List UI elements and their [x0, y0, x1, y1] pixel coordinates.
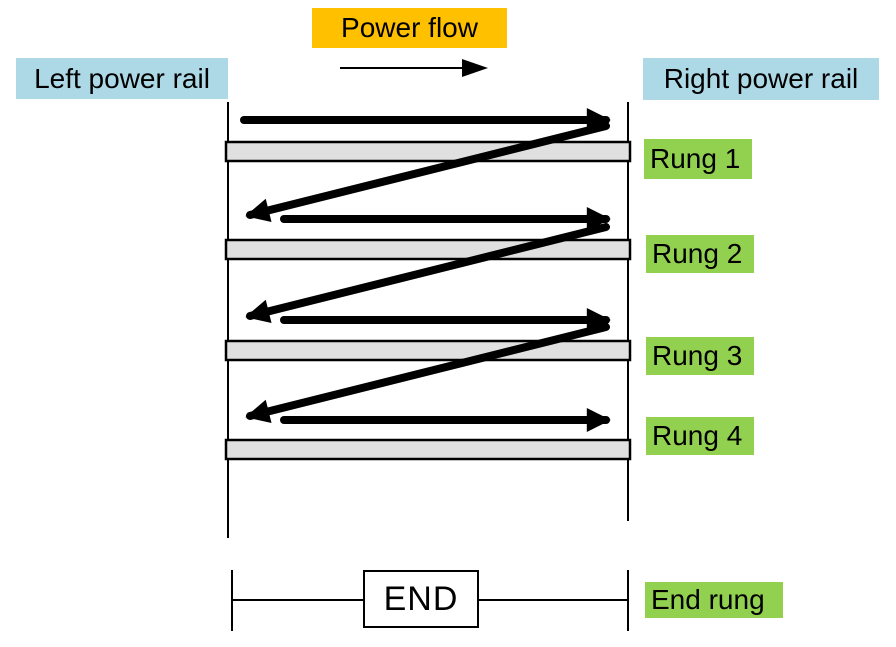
- right-power-rail-label: Right power rail: [643, 58, 879, 100]
- rung-3-bar: [224, 339, 632, 362]
- left-power-rail-label: Left power rail: [16, 58, 228, 99]
- end-rung-label: End rung: [645, 582, 783, 618]
- power-flow-label: Power flow: [312, 8, 507, 48]
- rung-4-bar: [224, 438, 632, 461]
- rung-3-label: Rung 3: [646, 337, 754, 375]
- rung-4-label: Rung 4: [646, 417, 754, 455]
- wrap-arrow-rung3-to-rung4: [245, 323, 610, 423]
- rung-1-label: Rung 1: [644, 139, 752, 179]
- wrap-arrow-rung1-to-rung2: [245, 122, 610, 222]
- rung-2-label: Rung 2: [646, 235, 754, 273]
- rung-1-bar: [224, 140, 632, 163]
- power-flow-arrowhead-icon: [462, 59, 488, 77]
- scan-order-zigzag: [240, 108, 611, 432]
- wrap-arrow-rung2-to-rung3: [245, 223, 610, 323]
- rung-2-bar: [224, 238, 632, 261]
- power-flow-direction-arrow: [340, 59, 488, 77]
- end-instruction-box: END: [363, 570, 479, 628]
